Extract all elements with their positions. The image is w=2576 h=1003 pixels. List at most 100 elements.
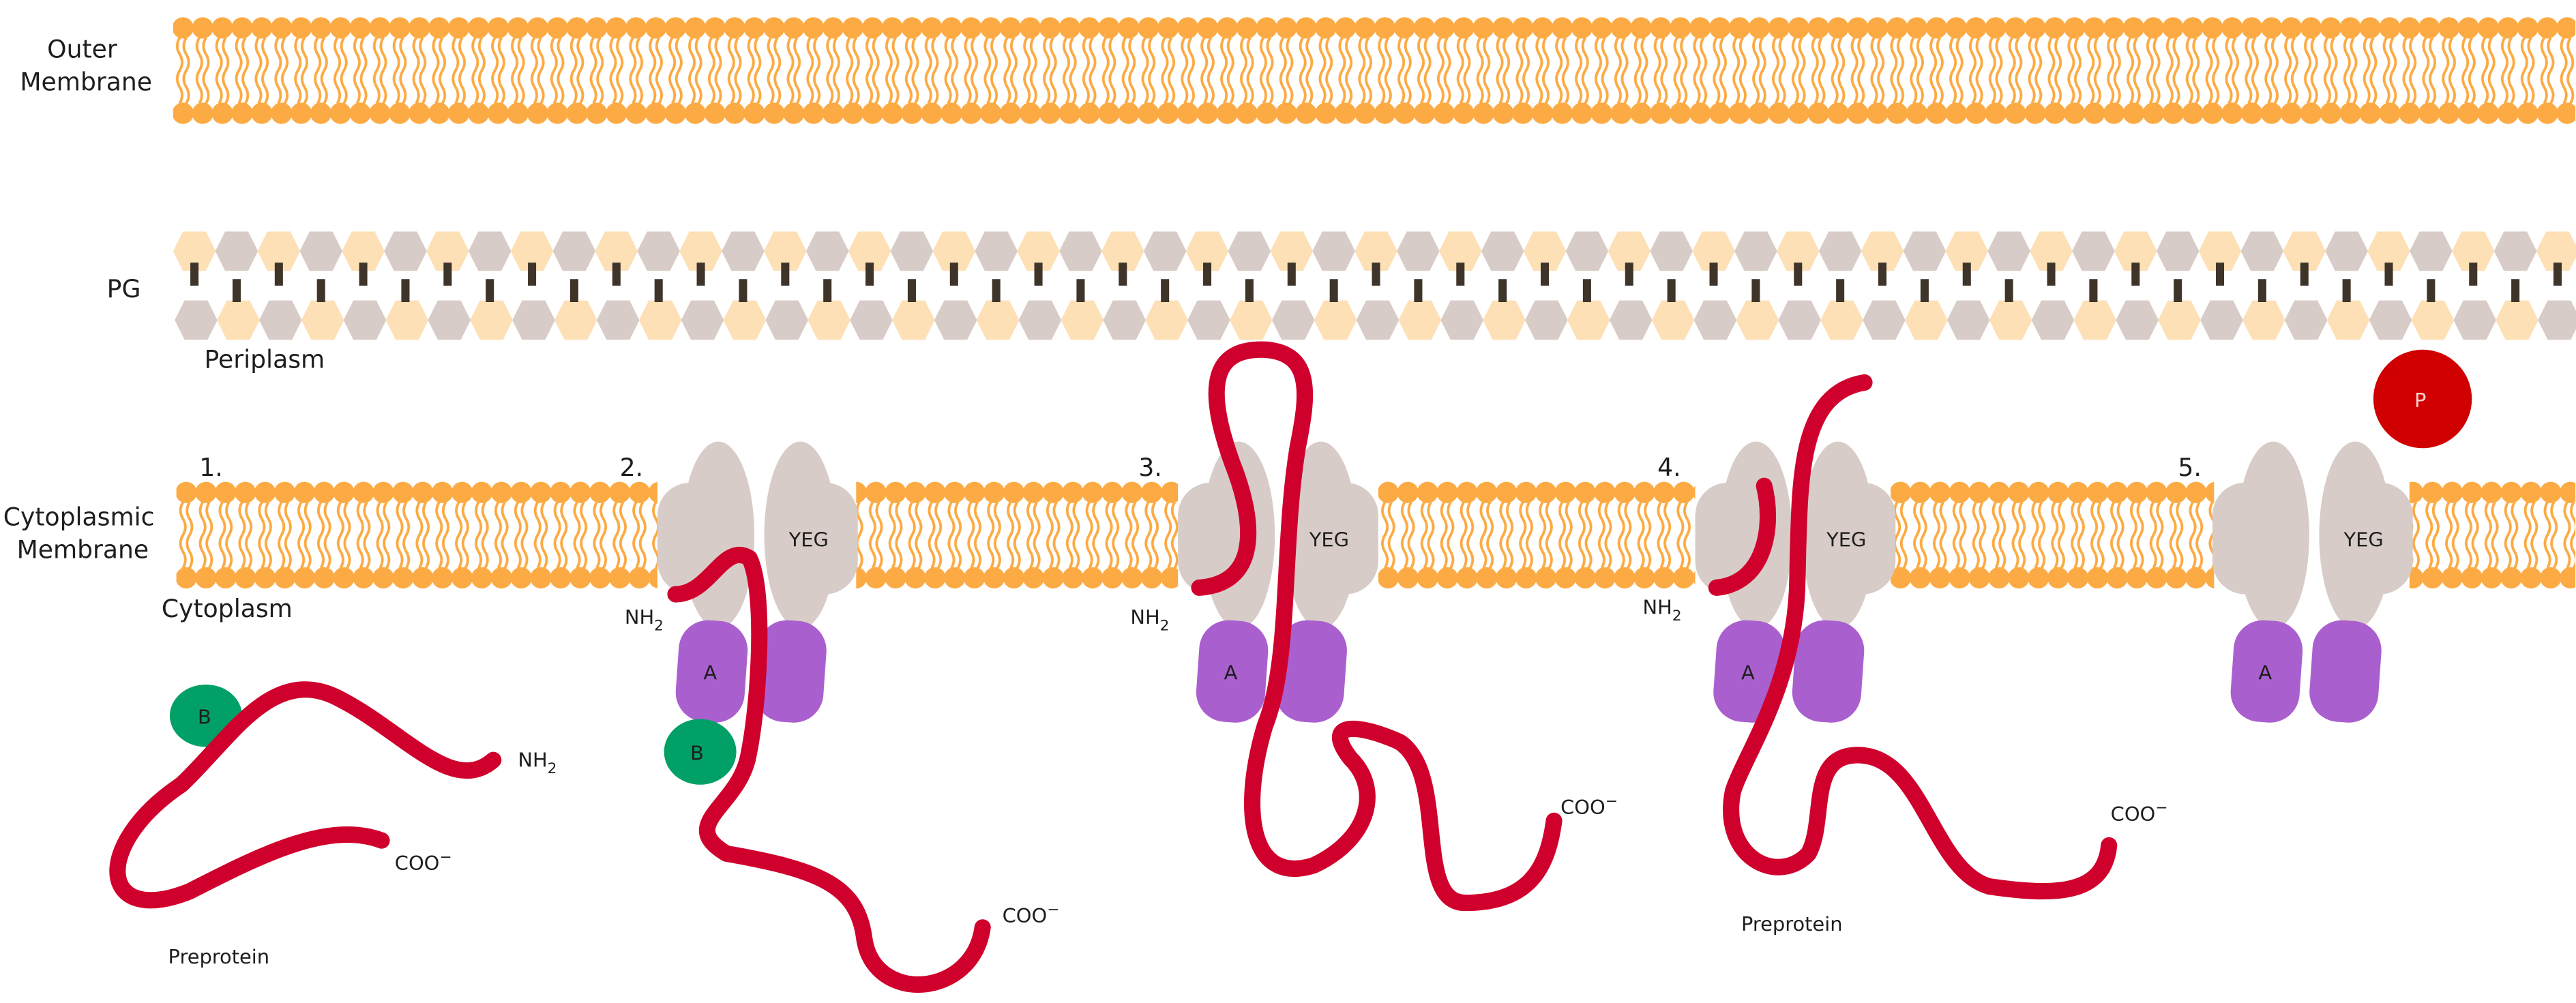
pg-crosslink: [1076, 279, 1085, 302]
pg-crosslink: [1582, 279, 1591, 302]
pg-sugar-hexagon: [299, 231, 343, 271]
periplasm-label: Periplasm: [205, 344, 325, 374]
pg-crosslink: [2174, 279, 2182, 302]
pg-sugar-hexagon: [1905, 300, 1948, 340]
pg-sugar-hexagon: [850, 300, 893, 340]
pg-sugar-hexagon: [258, 300, 302, 340]
pg-sugar-hexagon: [1650, 231, 1693, 271]
pg-sugar-hexagon: [2072, 231, 2115, 271]
pg-sugar-hexagon: [1354, 231, 1397, 271]
pg-crosslink: [274, 263, 283, 286]
pg-sugar-hexagon: [173, 231, 216, 271]
step-1-label: 1.: [199, 453, 222, 482]
pg-crosslink: [781, 263, 790, 286]
n-terminus-label: NH2: [1643, 595, 1682, 625]
pg-sugar-hexagon: [1481, 231, 1524, 271]
pg-sugar-hexagon: [1145, 300, 1188, 340]
seca-label: A: [1224, 661, 1238, 685]
pg-sugar-hexagon: [1101, 231, 1144, 271]
pg-sugar-hexagon: [2158, 300, 2201, 340]
secyeg-subunit: [1802, 441, 1874, 629]
pg-crosslink: [654, 279, 663, 302]
pg-sugar-hexagon: [2493, 231, 2537, 271]
pg-sugar-hexagon: [1143, 231, 1187, 271]
pg-sugar-hexagon: [552, 231, 596, 271]
pg-sugar-hexagon: [2369, 300, 2412, 340]
pg-crosslink: [2511, 279, 2520, 302]
membrane-segment: [1378, 481, 1696, 590]
pg-sugar-hexagon: [343, 300, 387, 340]
pg-sugar-hexagon: [257, 231, 301, 271]
seca-subunit: [2230, 620, 2303, 723]
pg-sugar-hexagon: [428, 300, 471, 340]
pg-sugar-hexagon: [175, 300, 218, 340]
seca-subunit: [675, 620, 748, 723]
pg-sugar-hexagon: [1525, 300, 1568, 340]
pg-crosslink: [1920, 279, 1929, 302]
preprotein-chain-1: [109, 681, 502, 909]
pg-crosslink: [2427, 279, 2436, 302]
pg-crosslink: [359, 263, 368, 286]
pg-crosslink: [190, 263, 199, 286]
pg-crosslink: [2469, 263, 2478, 286]
pg-sugar-hexagon: [1989, 300, 2032, 340]
pg-crosslink: [2384, 263, 2393, 286]
pg-sugar-hexagon: [342, 231, 385, 271]
secyeg-subunit: [682, 441, 755, 629]
pg-crosslink: [992, 279, 1001, 302]
membrane-segment: [856, 481, 1179, 590]
pg-sugar-hexagon: [681, 300, 724, 340]
pg-sugar-hexagon: [1398, 300, 1442, 340]
pg-sugar-hexagon: [638, 300, 682, 340]
pg-sugar-hexagon: [2496, 300, 2538, 340]
c-terminus-label: COO−: [2111, 800, 2168, 826]
secb-protein: [664, 719, 737, 785]
pg-sugar-hexagon: [217, 300, 260, 340]
seca-label: A: [2258, 661, 2272, 685]
membrane-segment: [1891, 481, 2215, 590]
pg-crosslink: [1034, 263, 1043, 286]
pg-sugar-hexagon: [1314, 300, 1357, 340]
pg-sugar-hexagon: [848, 231, 891, 271]
pg-crosslink: [739, 279, 747, 302]
pg-sugar-hexagon: [723, 300, 767, 340]
pg-sugar-hexagon: [1397, 231, 1440, 271]
pg-sugar-hexagon: [1018, 300, 1062, 340]
pg-sugar-hexagon: [2198, 231, 2242, 271]
pg-sugar-hexagon: [975, 231, 1018, 271]
pg-sugar-hexagon: [765, 300, 809, 340]
pg-sugar-hexagon: [1059, 231, 1102, 271]
pg-sugar-hexagon: [426, 231, 469, 271]
secyeg-label: YEG: [1826, 528, 1866, 552]
pg-sugar-hexagon: [1270, 231, 1314, 271]
pg-sugar-hexagon: [2200, 300, 2243, 340]
pg-sugar-hexagon: [1271, 300, 1315, 340]
pg-sugar-hexagon: [808, 300, 850, 340]
pg-sugar-hexagon: [2031, 300, 2075, 340]
pg-crosslink: [2342, 279, 2351, 302]
pg-sugar-hexagon: [976, 300, 1020, 340]
pg-sugar-hexagon: [1609, 300, 1653, 340]
pg-label: PG: [107, 274, 141, 303]
pg-crosslink: [1372, 263, 1380, 286]
preprotein-chain-4-nterm: [1708, 477, 1776, 596]
pg-crosslink: [1794, 263, 1803, 286]
pg-sugar-hexagon: [384, 231, 427, 271]
preprotein-chain-4: [1723, 374, 2118, 900]
pg-sugar-hexagon: [2156, 231, 2200, 271]
pg-crosslink: [1541, 263, 1550, 286]
pg-sugar-hexagon: [764, 231, 807, 271]
pg-crosslink: [1456, 263, 1465, 286]
pg-sugar-hexagon: [1734, 231, 1777, 271]
pg-crosslink: [1161, 279, 1170, 302]
pg-crosslink: [612, 263, 621, 286]
c-terminus-label: COO−: [395, 849, 452, 875]
pg-sugar-hexagon: [1440, 300, 1483, 340]
pg-sugar-hexagon: [2240, 231, 2284, 271]
outer-membrane-label: Outer Membrane: [20, 34, 152, 96]
pg-sugar-hexagon: [1312, 231, 1355, 271]
preprotein-label: Preprotein: [168, 945, 270, 968]
pg-crosslink: [1119, 263, 1127, 286]
secb-label: B: [198, 706, 211, 729]
pg-sugar-hexagon: [2242, 300, 2285, 340]
